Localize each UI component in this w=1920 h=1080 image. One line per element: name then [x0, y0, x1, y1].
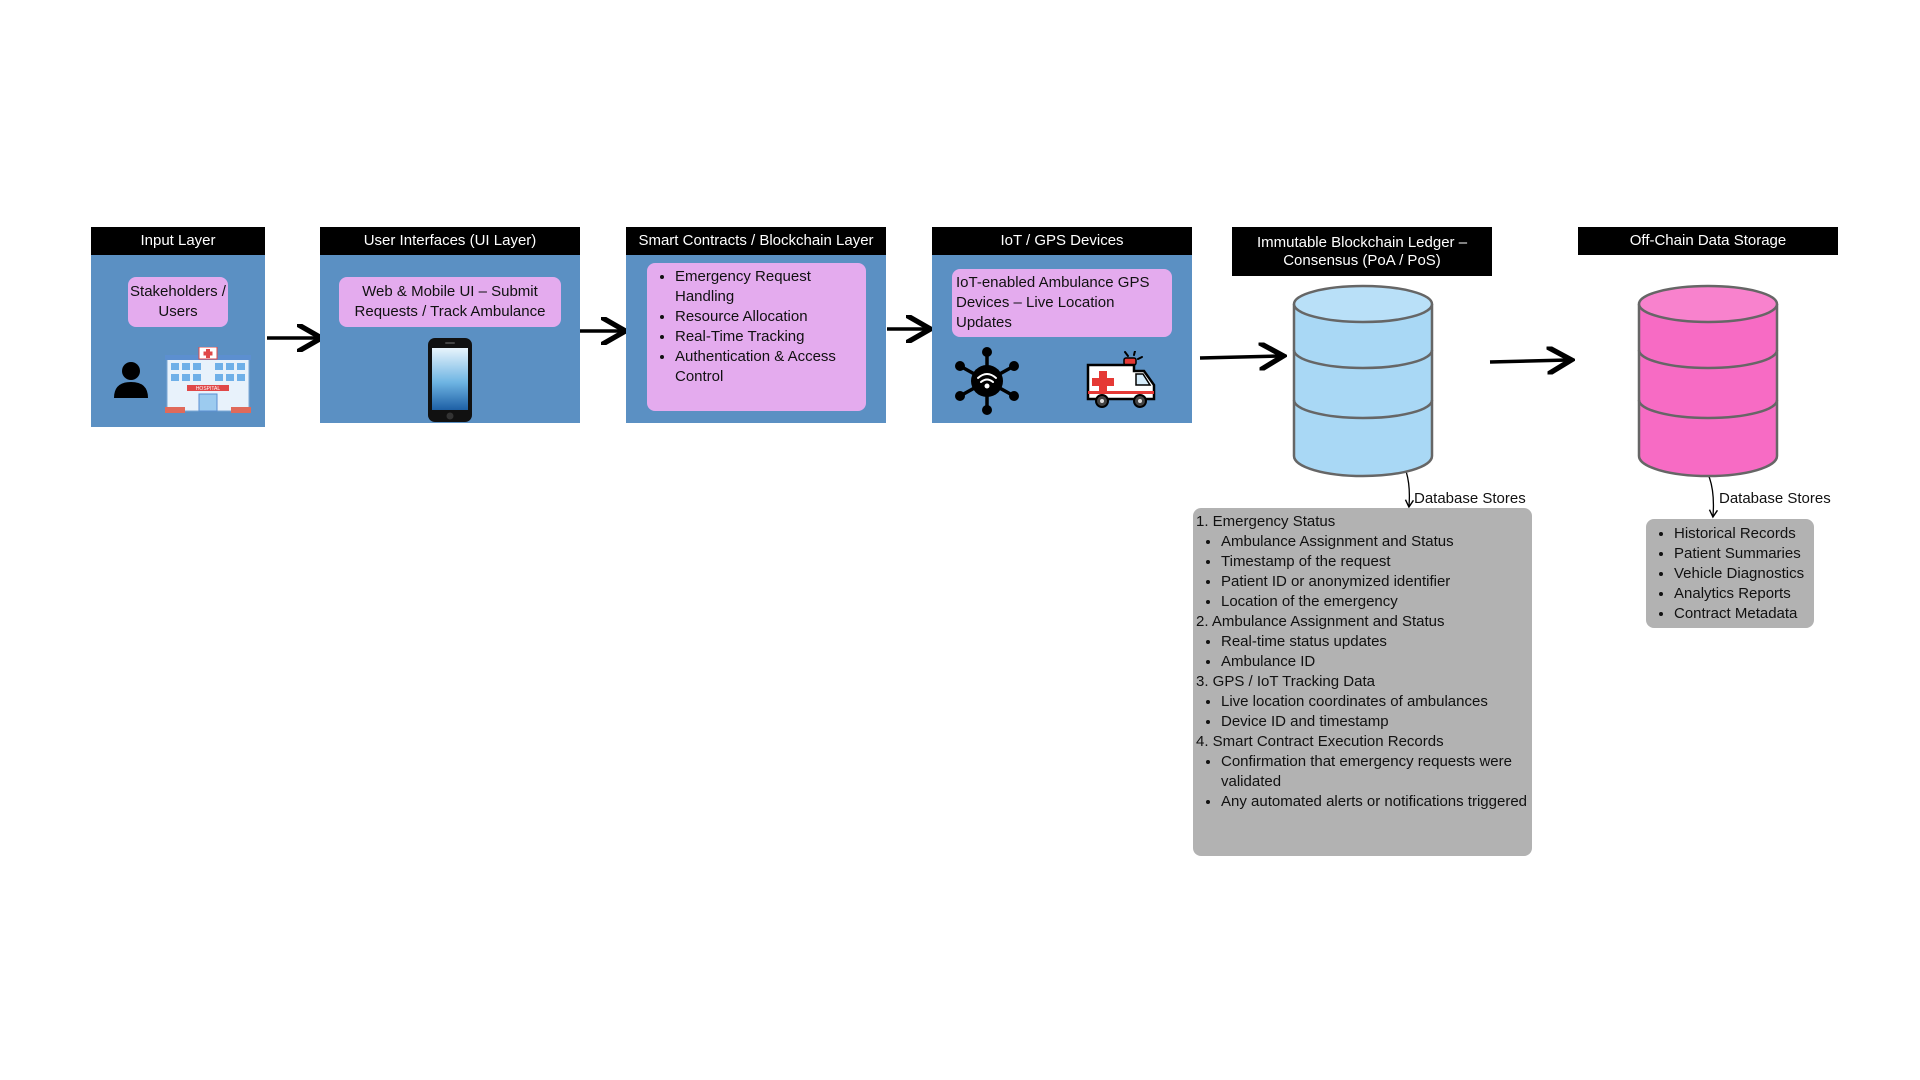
list-item: Historical Records: [1674, 524, 1814, 544]
iot-gps-panel: IoT-enabled Ambulance GPS Devices – Live…: [932, 255, 1192, 423]
list-item: Emergency Request Handling: [675, 267, 858, 307]
list-item: Ambulance ID: [1221, 652, 1532, 672]
hospital-sign-text: HOSPITAL: [196, 386, 221, 392]
smart-contracts-box: Emergency Request Handling Resource Allo…: [647, 263, 866, 411]
section-list: Confirmation that emergency requests wer…: [1193, 752, 1532, 812]
section-title: 3. GPS / IoT Tracking Data: [1196, 673, 1375, 690]
list-item: Real-time status updates: [1221, 632, 1532, 652]
ui-layer-header: User Interfaces (UI Layer): [320, 227, 580, 255]
list-item: Patient Summaries: [1674, 544, 1814, 564]
list-item: Real-Time Tracking: [675, 327, 858, 347]
smart-contracts-list: Emergency Request Handling Resource Allo…: [647, 263, 866, 391]
smart-contracts-panel: Emergency Request Handling Resource Allo…: [626, 255, 886, 423]
section-list: Ambulance Assignment and Status Timestam…: [1193, 532, 1532, 612]
user-icon: [114, 362, 148, 398]
iot-devices-label: IoT-enabled Ambulance GPS Devices – Live…: [956, 274, 1150, 331]
ledger-store-box: 1. Emergency Status Ambulance Assignment…: [1193, 508, 1532, 856]
list-item: Patient ID or anonymized identifier: [1221, 572, 1532, 592]
list-item: Contract Metadata: [1674, 604, 1814, 624]
list-item: Location of the emergency: [1221, 592, 1532, 612]
smartphone-icon: [428, 338, 472, 422]
offchain-store-box: Historical Records Patient Summaries Veh…: [1646, 519, 1814, 628]
offchain-list: Historical Records Patient Summaries Veh…: [1646, 524, 1814, 624]
stakeholders-box: Stakeholders / Users: [128, 277, 228, 327]
list-item: Ambulance Assignment and Status: [1221, 532, 1532, 552]
section-title: 4. Smart Contract Execution Records: [1196, 733, 1444, 750]
hospital-icon: HOSPITAL: [165, 347, 251, 413]
list-item: Analytics Reports: [1674, 584, 1814, 604]
input-layer-header: Input Layer: [91, 227, 265, 255]
arrow-iot-to-ledger: [1199, 356, 1280, 358]
section-list: Live location coordinates of ambulances …: [1193, 692, 1532, 732]
ambulance-icon: [1086, 351, 1156, 408]
section-list: Real-time status updates Ambulance ID: [1193, 632, 1532, 672]
list-item: Vehicle Diagnostics: [1674, 564, 1814, 584]
iot-network-icon: [955, 347, 1019, 415]
ledger-database-icon: [1292, 284, 1434, 478]
list-item: Timestamp of the request: [1221, 552, 1532, 572]
arrow-ledger-to-offchain: [1489, 360, 1568, 362]
smart-contracts-header: Smart Contracts / Blockchain Layer: [626, 227, 886, 255]
section-title: 1. Emergency Status: [1196, 513, 1336, 530]
list-item: Any automated alerts or notifications tr…: [1221, 792, 1532, 812]
web-mobile-ui-label: Web & Mobile UI – Submit Requests / Trac…: [354, 283, 546, 320]
ledger-header: Immutable Blockchain Ledger – Consensus …: [1232, 227, 1492, 276]
offchain-database-icon: [1637, 284, 1779, 478]
web-mobile-ui-box: Web & Mobile UI – Submit Requests / Trac…: [339, 277, 561, 327]
iot-devices-box: IoT-enabled Ambulance GPS Devices – Live…: [952, 269, 1172, 337]
ui-layer-panel: Web & Mobile UI – Submit Requests / Trac…: [320, 255, 580, 423]
stakeholders-label: Stakeholders / Users: [130, 283, 226, 320]
iot-gps-header: IoT / GPS Devices: [932, 227, 1192, 255]
list-item: Authentication & Access Control: [675, 347, 858, 387]
input-layer-panel: Stakeholders / Users HOSPITAL: [91, 255, 265, 427]
list-item: Confirmation that emergency requests wer…: [1221, 752, 1532, 792]
ledger-store-label: Database Stores: [1414, 490, 1526, 507]
offchain-store-label: Database Stores: [1719, 490, 1831, 507]
list-item: Device ID and timestamp: [1221, 712, 1532, 732]
section-title: 2. Ambulance Assignment and Status: [1196, 613, 1445, 630]
list-item: Live location coordinates of ambulances: [1221, 692, 1532, 712]
offchain-header: Off-Chain Data Storage: [1578, 227, 1838, 255]
list-item: Resource Allocation: [675, 307, 858, 327]
